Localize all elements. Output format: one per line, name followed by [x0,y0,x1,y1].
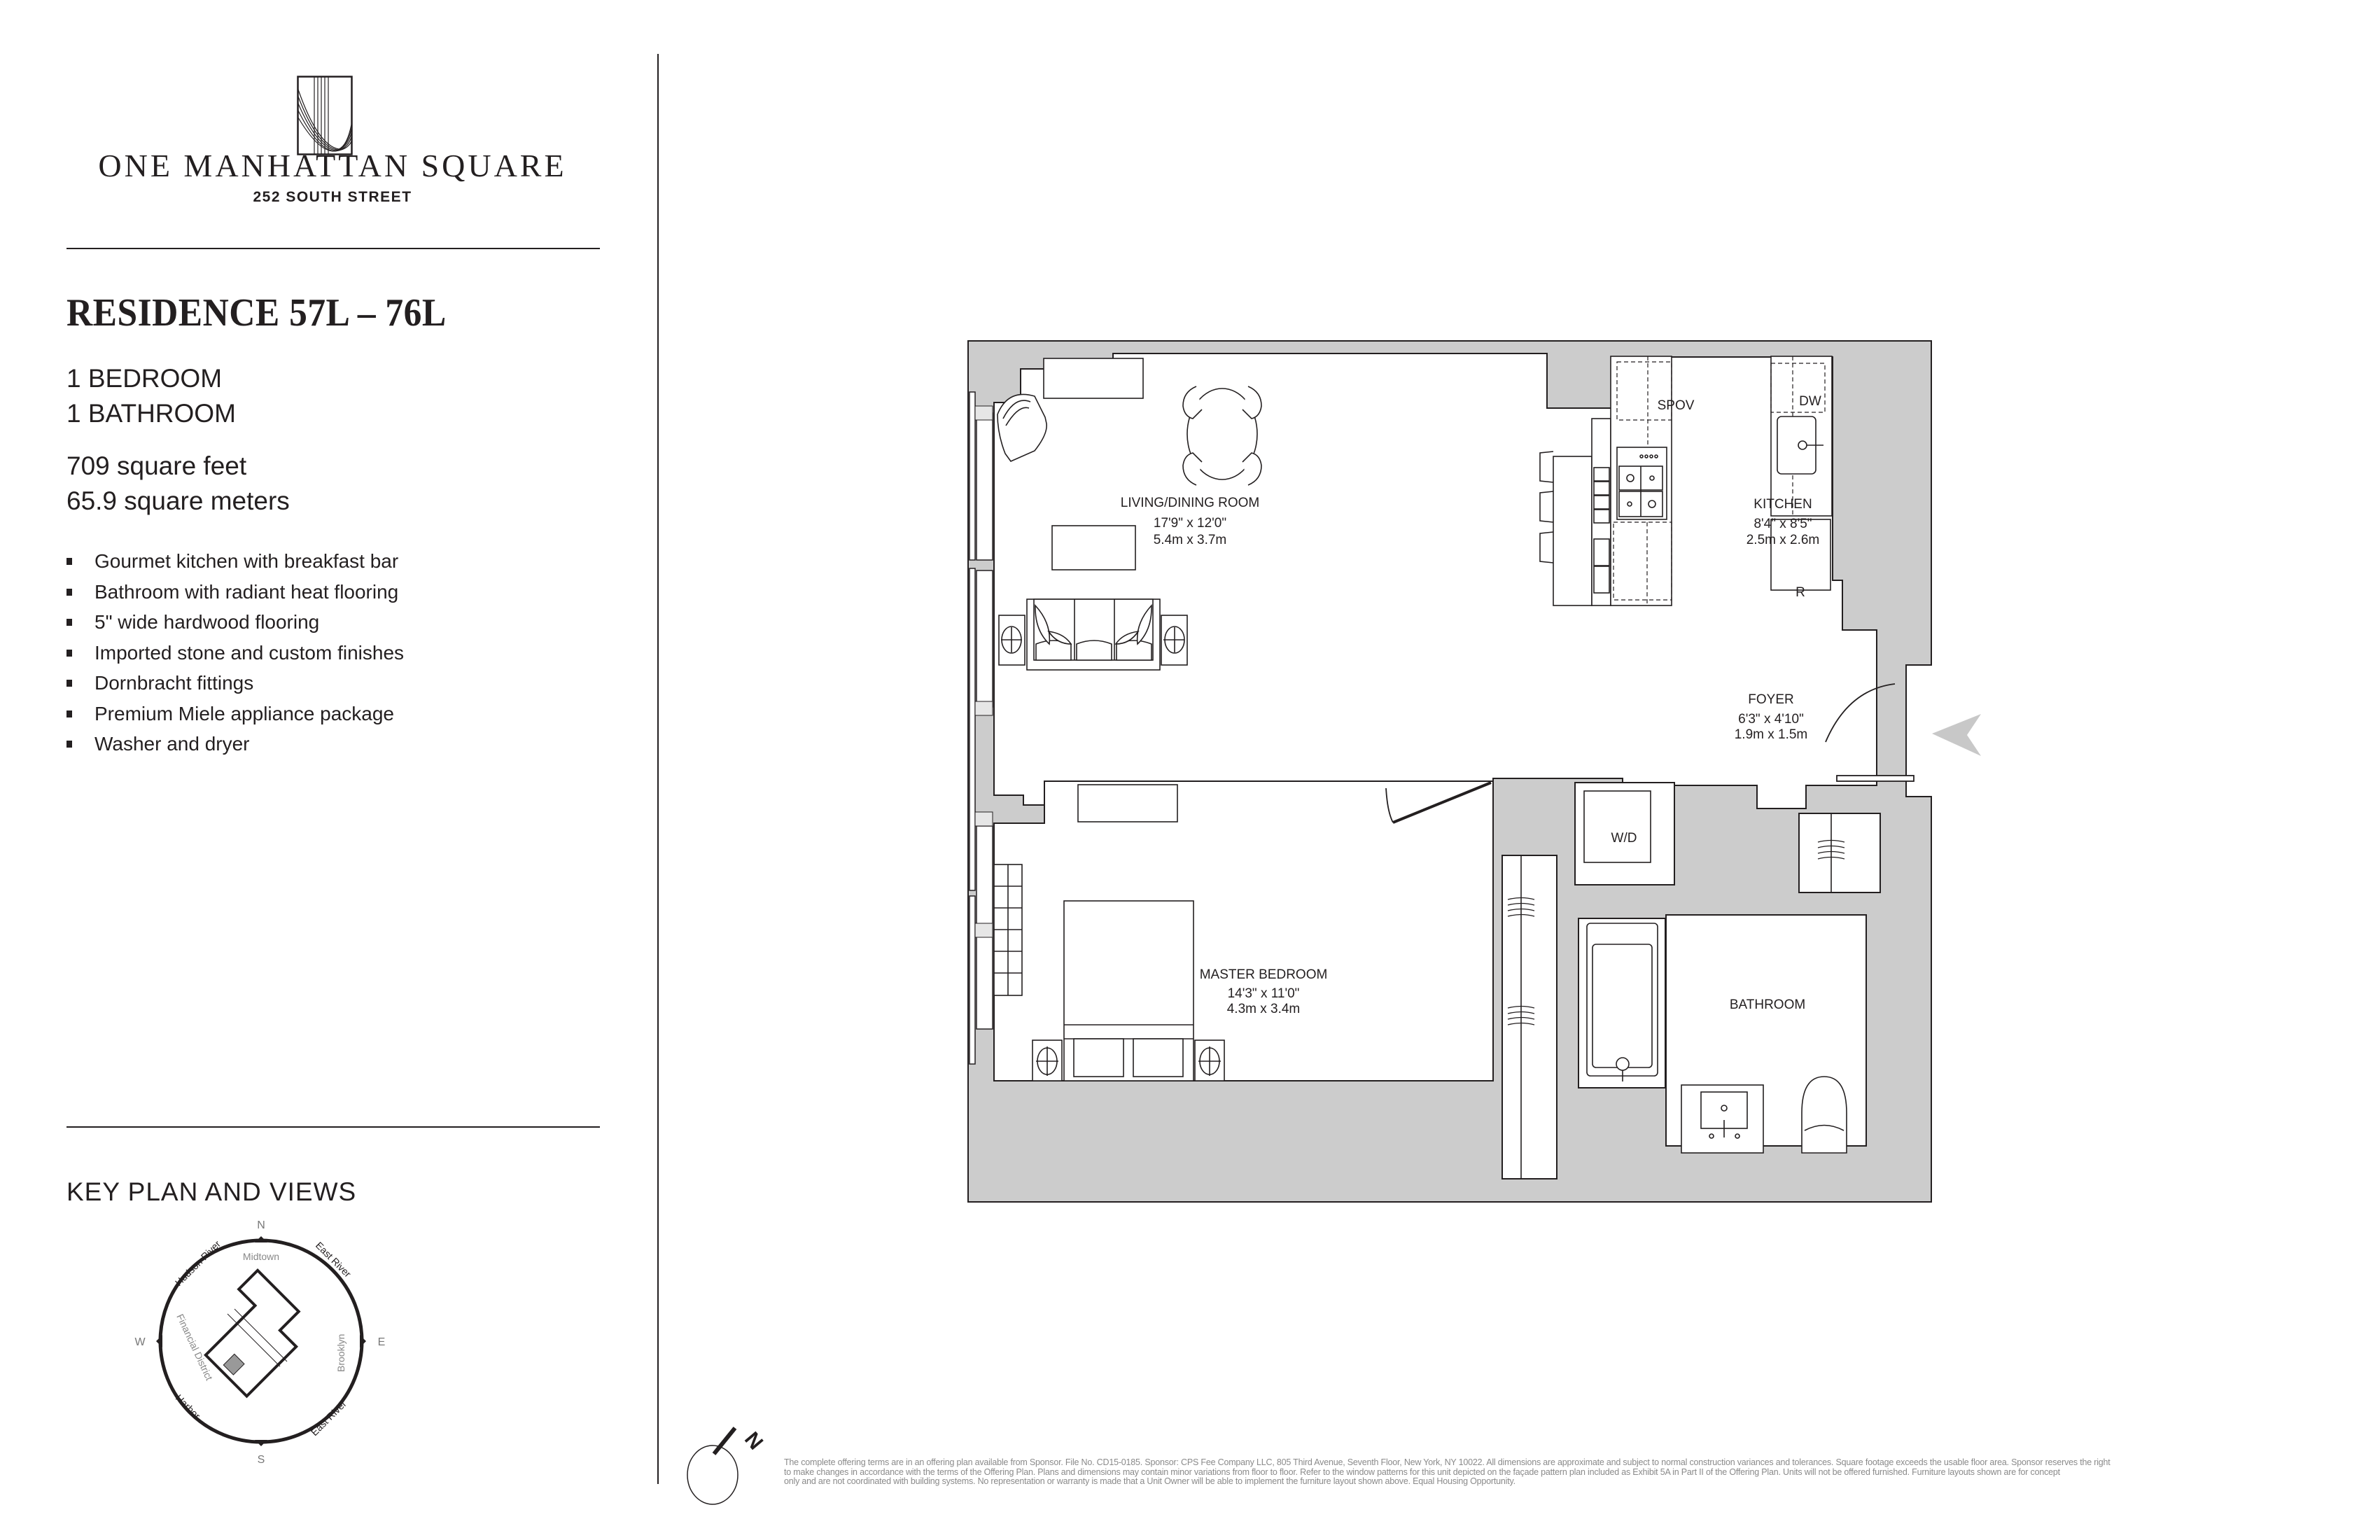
east-marker-icon [360,1335,366,1348]
linen-closet [1798,813,1881,893]
compass-e: E [378,1336,385,1348]
media-console [1043,358,1144,399]
bullet-icon [66,710,72,718]
living-room-metric: 5.4m x 3.7m [1154,533,1227,547]
building-logo-icon [297,76,353,155]
bench-icon [993,864,1023,996]
brand-address: 252 SOUTH STREET [253,189,412,205]
label-brooklyn: Brooklyn [335,1334,346,1372]
vanity-sink-icon [1681,1084,1764,1154]
residence-title: RESIDENCE 57L – 76L [66,291,447,335]
entry-door-leaf [1836,775,1914,782]
north-marker-icon [255,1236,267,1242]
oven-outline [1613,522,1672,601]
washer-dryer-label: W/D [1611,831,1637,846]
sofa-icon [1026,598,1161,671]
side-table-lamp-icon [998,615,1188,666]
bathroom-count: 1 BATHROOM [66,399,236,428]
foyer-metric: 1.9m x 1.5m [1735,727,1808,742]
bed-icon [1063,900,1194,1082]
bathroom-name: BATHROOM [1730,997,1805,1012]
disclaimer-line: only and are not coordinated with buildi… [784,1476,1516,1486]
bullet-icon [66,588,72,596]
brand-name: ONE MANHATTAN SQUARE [98,148,567,183]
speed-oven-outline [1616,361,1672,421]
lounge-chair-icon [997,393,1047,462]
foyer-name: FOYER [1748,692,1793,707]
toilet-icon [1801,1076,1847,1154]
kitchen-imperial: 8'4" x 8'5" [1754,517,1812,531]
foyer-imperial: 6'3" x 4'10" [1738,712,1804,727]
bathtub-icon [1586,923,1658,1082]
dishwasher-label: DW [1799,394,1821,409]
feature-item: Imported stone and custom finishes [66,638,404,668]
entry-arrow-icon [1932,714,1981,756]
dining-table-icon [1186,388,1258,480]
coffee-table [1051,525,1136,570]
kitchen-name: KITCHEN [1754,497,1812,512]
refrigerator [1770,519,1831,591]
refrigerator-label: R [1795,585,1805,600]
drawer-knobs [1593,467,1610,594]
feature-item: Premium Miele appliance package [66,699,404,729]
compass-n: N [257,1219,265,1231]
kitchen-sink-icon [1777,416,1823,475]
feature-list: Gourmet kitchen with breakfast bar Bathr… [66,546,404,760]
north-label: N [740,1428,767,1455]
north-arrow-icon: N [687,1427,767,1505]
bedroom-metric: 4.3m x 3.4m [1227,1002,1301,1016]
bar-stool-icon [1539,451,1554,564]
dining-chair-icon [1182,386,1262,486]
vertical-divider [657,54,659,1484]
living-room-name: LIVING/DINING ROOM [1121,496,1259,510]
bedroom-name: MASTER BEDROOM [1200,967,1328,982]
breakfast-bar [1553,456,1592,606]
feature-item: Dornbracht fittings [66,668,404,699]
compass-s: S [258,1454,265,1466]
bullet-icon [66,741,72,748]
bedroom-imperial: 14'3" x 11'0" [1228,986,1300,1001]
key-plan-compass: N S W E Midtown Brooklyn Financial Distr… [134,1219,385,1466]
bullet-icon [66,558,72,565]
speed-oven-label: SPOV [1658,398,1695,413]
feature-item: Gourmet kitchen with breakfast bar [66,546,404,577]
bedroom-door-swing [1385,788,1394,823]
living-room-imperial: 17'9" x 12'0" [1154,516,1226,531]
building-footprint-icon [203,1268,301,1399]
label-midtown: Midtown [243,1251,279,1262]
disclaimer-line: The complete offering terms are in an of… [784,1457,2110,1467]
bedroom-count: 1 BEDROOM [66,364,223,393]
south-marker-icon [255,1440,267,1446]
divider-top [66,248,600,249]
kitchen-metric: 2.5m x 2.6m [1746,533,1820,547]
entry-door-swing [1825,683,1896,743]
cooktop-icon [1616,447,1667,520]
bullet-icon [66,649,72,657]
dresser [1077,784,1178,822]
bullet-icon [66,619,72,626]
nightstand-lamp-icon [1032,1040,1225,1082]
bedroom-door-leaf [1392,781,1492,824]
feature-item: Washer and dryer [66,729,404,760]
washer-dryer [1583,790,1651,863]
feature-item: 5" wide hardwood flooring [66,607,404,638]
area-sqm: 65.9 square meters [66,486,290,515]
legal-disclaimer: The complete offering terms are in an of… [784,1457,2352,1487]
area-sqft: 709 square feet [66,451,247,480]
west-marker-icon [156,1335,162,1348]
bullet-icon [66,680,72,687]
feature-item: Bathroom with radiant heat flooring [66,577,404,608]
divider-bottom [66,1126,600,1128]
key-plan-title: KEY PLAN AND VIEWS [66,1177,357,1206]
dishwasher-outline [1770,363,1826,413]
compass-w: W [134,1336,146,1348]
disclaimer-line: to make changes in accordance with the t… [784,1466,2060,1477]
